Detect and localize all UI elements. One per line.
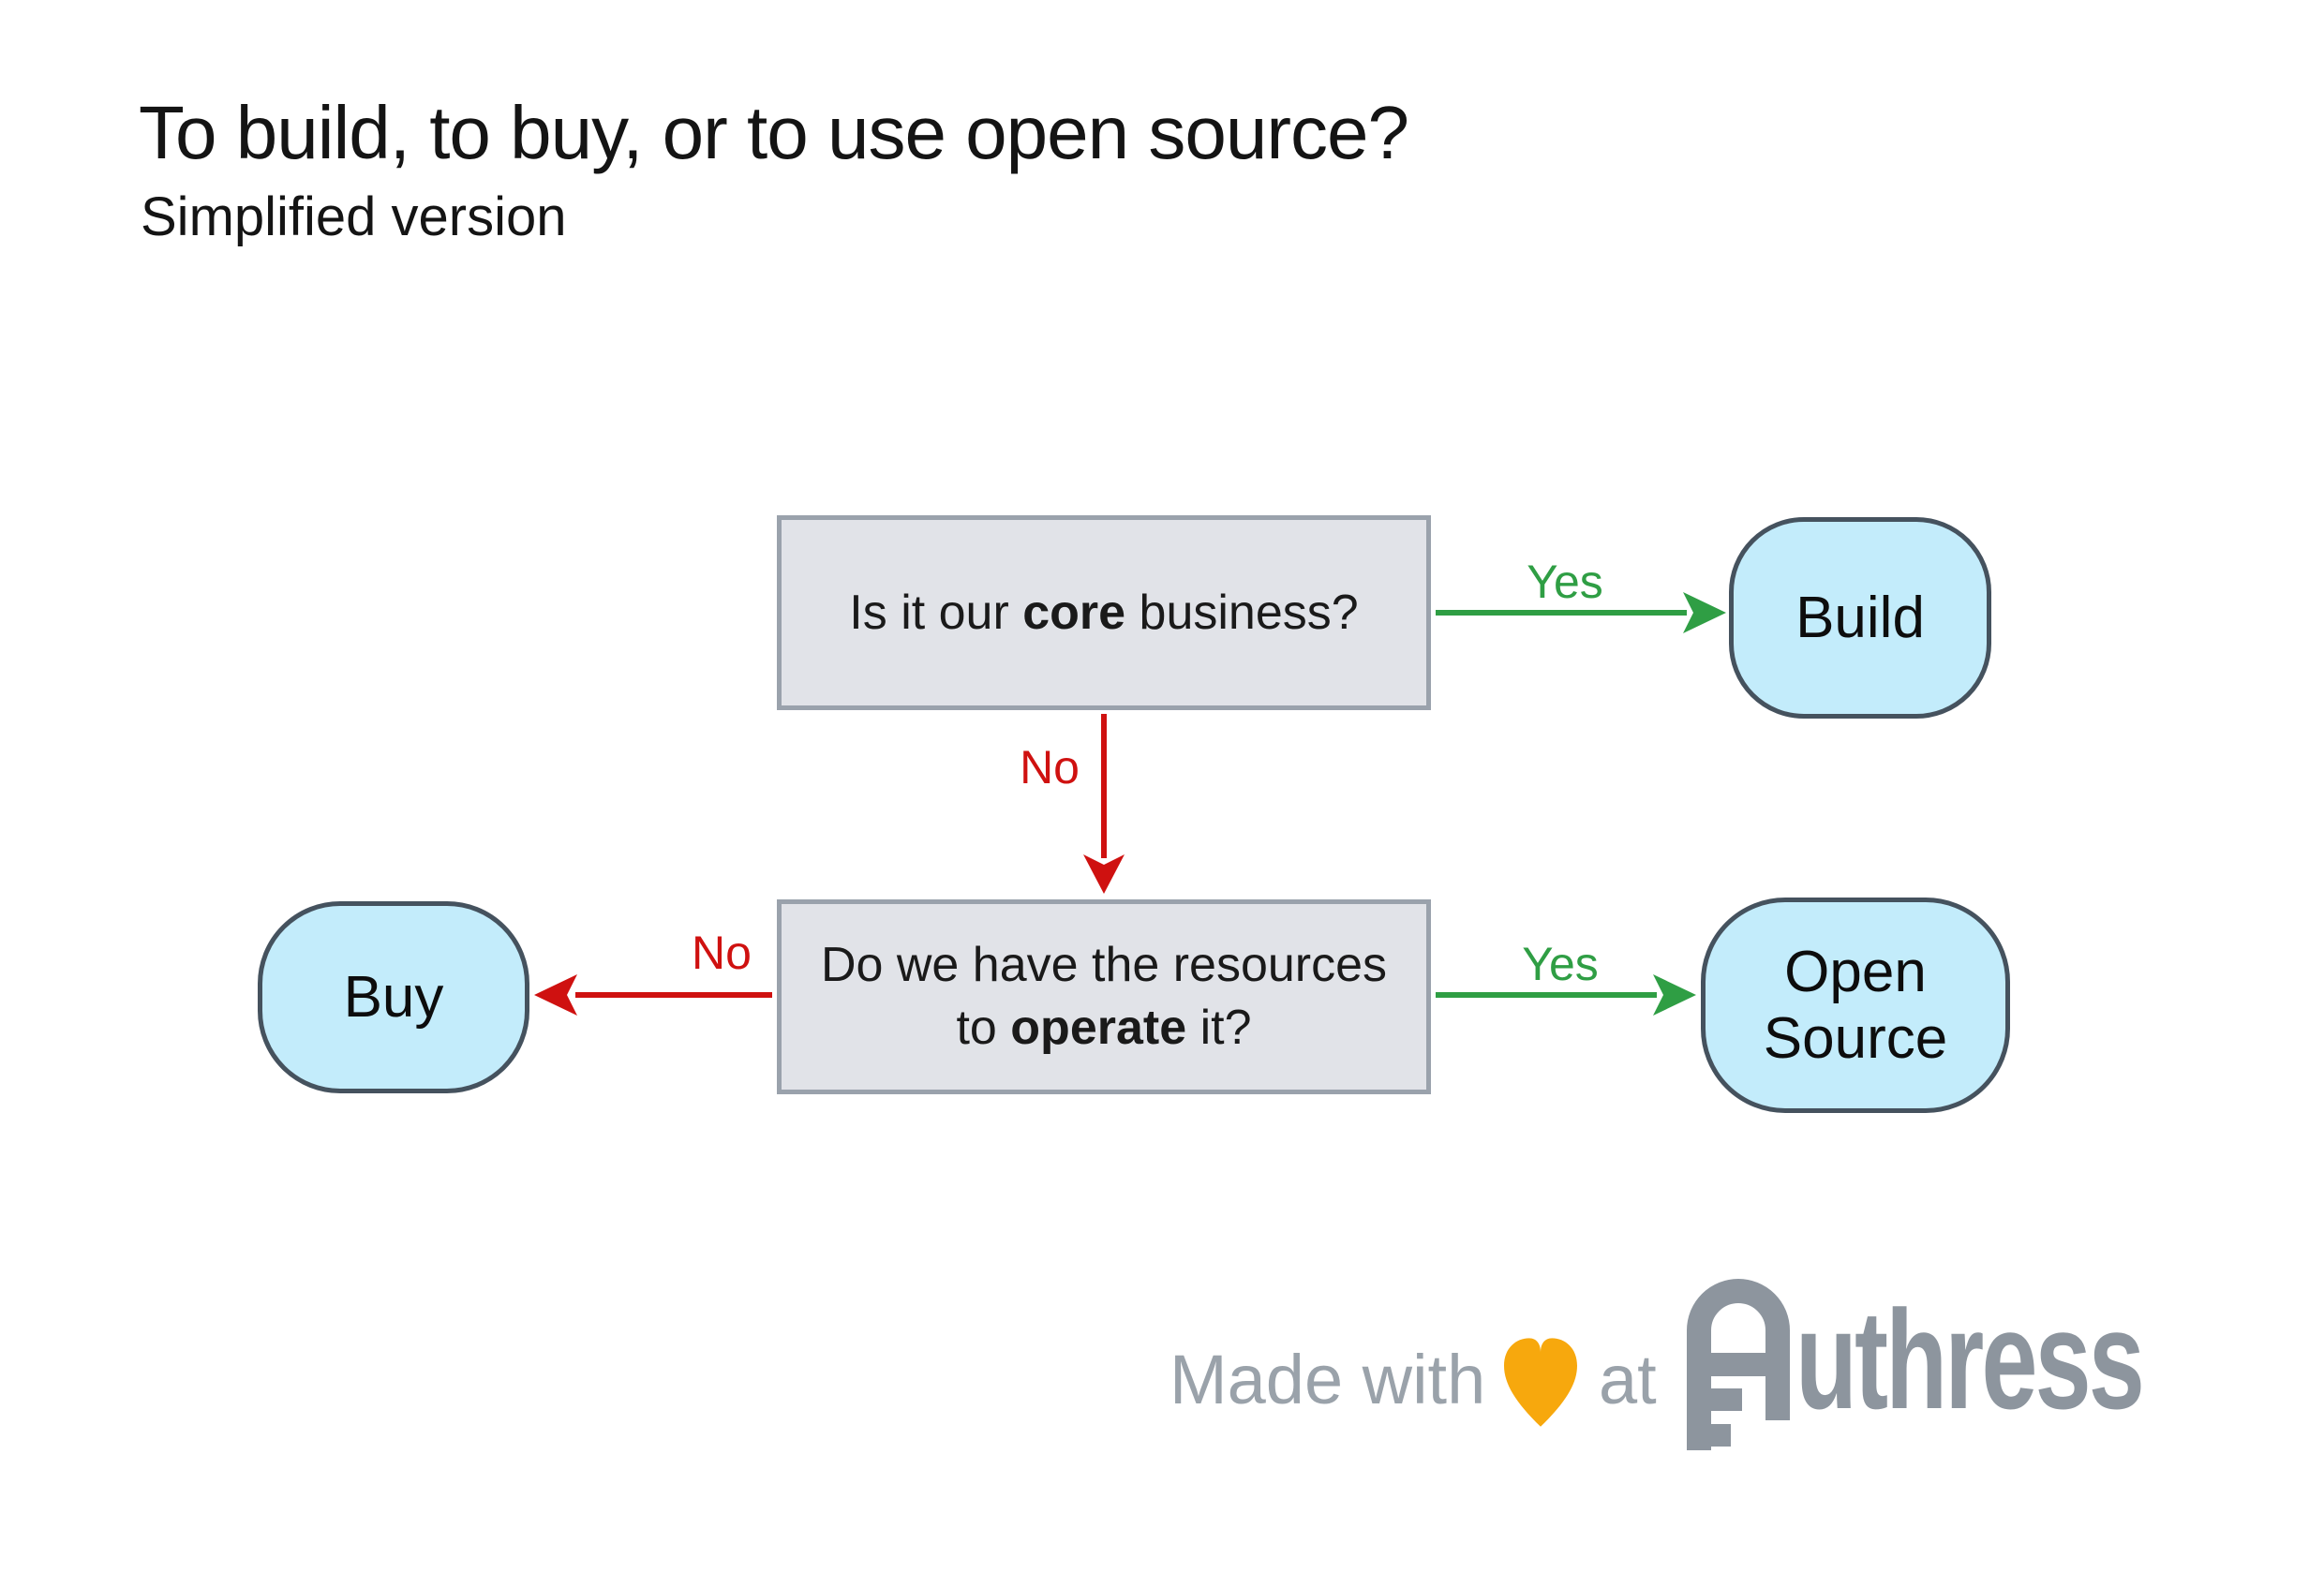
- node-buy: Buy: [258, 901, 529, 1093]
- footer-at-text: at: [1599, 1341, 1657, 1418]
- heart-icon: [1504, 1338, 1577, 1427]
- no-arrow-to-question2: [1083, 714, 1125, 894]
- question-box-resources: Do we have the resources to operate it?: [777, 899, 1431, 1094]
- edge-label-no-buy: No: [692, 927, 752, 979]
- edge-label-no-question2: No: [1020, 741, 1080, 794]
- node-build-label: Build: [1795, 585, 1925, 650]
- page-subtitle: Simplified version: [141, 186, 567, 247]
- node-buy-label: Buy: [343, 964, 444, 1030]
- node-build: Build: [1729, 517, 1991, 719]
- footer-made-with-text: Made with: [1169, 1341, 1486, 1418]
- authress-wordmark: uthress: [1795, 1281, 2145, 1438]
- edge-label-yes-open-source: Yes: [1522, 938, 1599, 990]
- page-title: To build, to buy, or to use open source?: [139, 91, 1409, 174]
- question-box-core-business: Is it our core business?: [777, 515, 1431, 710]
- question-text: Do we have the resources to operate it?: [820, 938, 1388, 1055]
- no-arrow-to-buy: [534, 974, 772, 1016]
- node-open-source-label: Open Source: [1763, 939, 1948, 1071]
- edge-label-yes-build: Yes: [1527, 556, 1603, 608]
- node-open-source: Open Source: [1701, 898, 2010, 1113]
- authress-key-a-icon: [1687, 1279, 1790, 1450]
- question-text: Is it our core business?: [849, 585, 1359, 640]
